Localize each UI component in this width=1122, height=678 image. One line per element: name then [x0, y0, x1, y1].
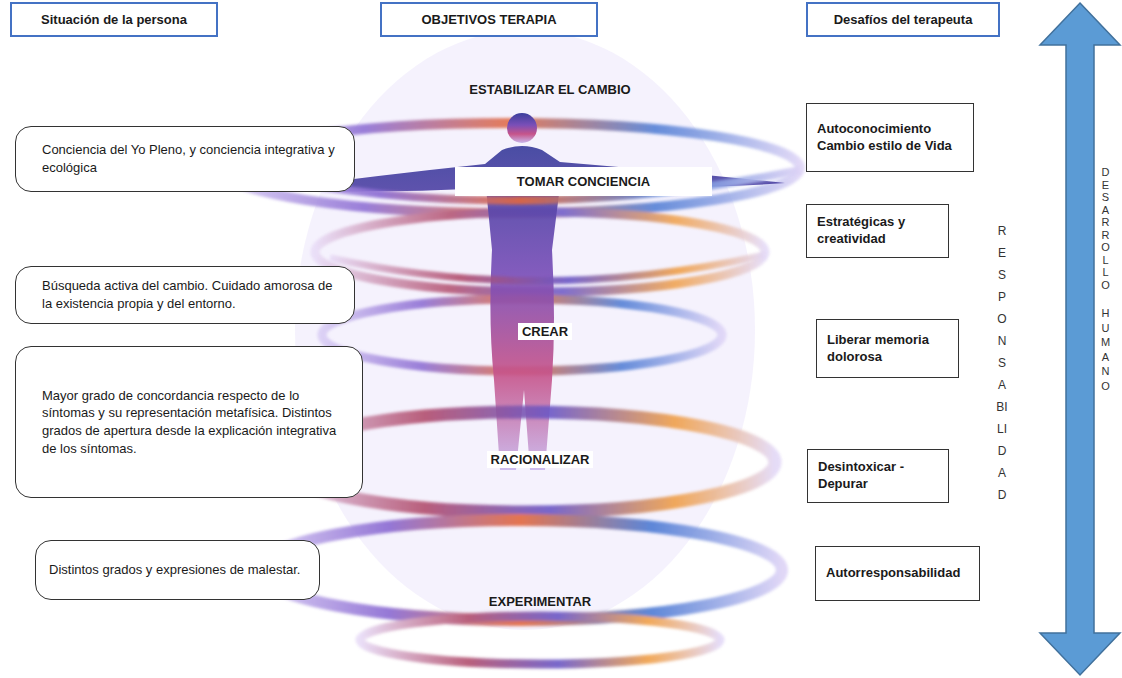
stage-label: ESTABILIZAR EL CAMBIO	[469, 82, 630, 97]
stage-label: CREAR	[518, 323, 572, 340]
stage-label: RACIONALIZAR	[487, 451, 594, 468]
stage-label: EXPERIMENTAR	[489, 594, 591, 609]
double-arrow	[1040, 3, 1120, 675]
box-text: Desafíos del terapeuta	[834, 12, 973, 27]
box-text: Estratégicas y creatividad	[817, 214, 938, 248]
stage-label-holder: CREAR	[500, 324, 590, 339]
column-header: OBJETIVOS TERAPIA	[380, 2, 598, 37]
vertical-label: HUMANO	[1100, 306, 1111, 393]
box-text: Conciencia del Yo Pleno, y conciencia in…	[42, 141, 342, 176]
box-text: TOMAR CONCIENCIA	[517, 174, 650, 189]
situation-box: Distintos grados y expresiones de malest…	[35, 540, 320, 600]
box-text: OBJETIVOS TERAPIA	[421, 12, 556, 27]
vertical-label: DESARROLLO	[1100, 166, 1111, 291]
box-text: Mayor grado de concordancia respecto de …	[42, 387, 350, 457]
vertical-label-holder: HUMANO	[1100, 306, 1111, 393]
box-text: Desintoxicar - Depurar	[818, 459, 938, 493]
challenge-box: Liberar memoria dolorosa	[816, 319, 959, 378]
situation-box: Búsqueda activa del cambio. Cuidado amor…	[15, 266, 355, 324]
challenge-box: Autorresponsabilidad	[815, 546, 980, 601]
challenge-box: Desintoxicar - Depurar	[807, 449, 949, 503]
vertical-label: RESPONSABILIDAD	[996, 220, 1008, 506]
situation-box: Conciencia del Yo Pleno, y conciencia in…	[15, 126, 355, 192]
vertical-label-holder: DESARROLLO	[1100, 166, 1111, 291]
stage-label-holder: ESTABILIZAR EL CAMBIO	[410, 82, 690, 97]
box-text: Autoconocimiento Cambio estilo de Vida	[817, 121, 963, 155]
box-text: Situación de la persona	[41, 12, 187, 27]
situation-box: Mayor grado de concordancia respecto de …	[15, 346, 363, 498]
column-header: Situación de la persona	[10, 2, 218, 37]
challenge-box: Estratégicas y creatividad	[806, 204, 949, 258]
stage-label-holder: RACIONALIZAR	[460, 452, 620, 467]
box-text: Distintos grados y expresiones de malest…	[49, 561, 300, 579]
challenge-box: Autoconocimiento Cambio estilo de Vida	[806, 103, 974, 172]
objective-box: TOMAR CONCIENCIA	[455, 167, 712, 196]
vertical-label-holder: RESPONSABILIDAD	[996, 220, 1008, 506]
column-header: Desafíos del terapeuta	[806, 2, 1000, 37]
box-text: Búsqueda activa del cambio. Cuidado amor…	[42, 277, 342, 312]
box-text: Liberar memoria dolorosa	[827, 332, 948, 366]
stage-label-holder: EXPERIMENTAR	[460, 594, 620, 609]
box-text: Autorresponsabilidad	[826, 565, 960, 582]
